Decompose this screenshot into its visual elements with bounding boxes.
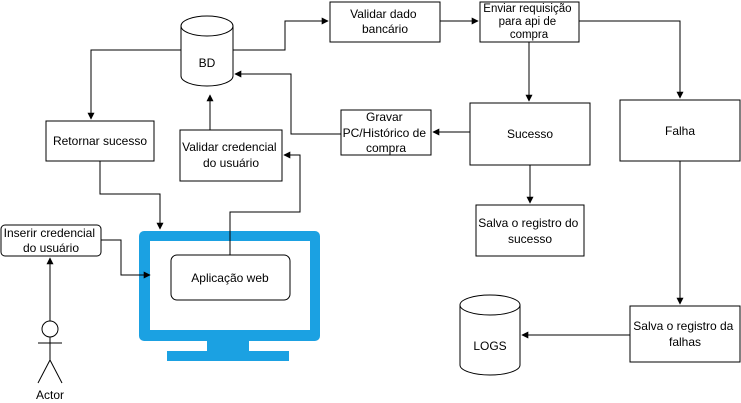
- gravar-pc-line-3: compra: [366, 141, 406, 155]
- salva-sucesso-line-1: Salva o registro do: [478, 216, 578, 230]
- svg-text:Salva o registro da falh: Salva o registro da falhas: [633, 319, 736, 349]
- salva-falhas-line-1: Salva o registro da: [633, 319, 733, 333]
- connectors: [46, 17, 684, 339]
- svg-text:Inserir credencial do us: Inserir credencial do usuário: [4, 226, 99, 255]
- gravar-pc-line-1: Gravar: [366, 110, 403, 124]
- validar-dado-line-1: Validar dado: [350, 7, 417, 21]
- edge-bd-to-retornar: [87, 49, 181, 120]
- enviar-requisicao-node: Enviar requisição para api de compra: [479, 1, 580, 43]
- svg-text:Validar dado bancário: Validar dado bancário: [350, 7, 420, 36]
- salva-registro-falhas-node: Salva o registro da falhas: [629, 305, 741, 363]
- validar-dado-bancario-node: Validar dado bancário: [329, 1, 441, 43]
- salva-registro-sucesso-node: Salva o registro do sucesso: [475, 204, 585, 257]
- enviar-requisicao-line-2: para api de: [499, 16, 557, 28]
- svg-text:Enviar requisição para a: Enviar requisição para api de compra: [483, 3, 574, 41]
- enviar-requisicao-line-3: compra: [510, 29, 549, 41]
- retornar-sucesso-node: Retornar sucesso: [45, 120, 155, 162]
- edge-enviar-to-falha: [579, 20, 684, 99]
- edge-app-to-validar-cred: [229, 151, 301, 255]
- salva-sucesso-line-2: sucesso: [508, 232, 552, 246]
- actor-label: Actor: [36, 388, 64, 402]
- validar-credencial-node: Validar credencial do usuário: [179, 129, 283, 182]
- logs-label: LOGS: [473, 339, 506, 353]
- edge-gravar-to-bd: [234, 70, 341, 135]
- validar-dado-line-2: bancário: [362, 22, 408, 36]
- bd-database-node: BD: [180, 15, 234, 87]
- validar-credencial-line-1: Validar credencial: [182, 140, 277, 154]
- inserir-credencial-line-1: Inserir credencial: [4, 226, 95, 240]
- falha-node: Falha: [619, 99, 741, 162]
- svg-text:Salva o registro do suce: Salva o registro do sucesso: [478, 216, 581, 246]
- edge-bd-to-validar-dado: [233, 17, 329, 51]
- actor-icon: [37, 320, 63, 384]
- validar-credencial-line-2: do usuário: [203, 156, 259, 170]
- svg-text:Validar credencial do us: Validar credencial do usuário: [182, 140, 280, 170]
- enviar-requisicao-line-1: Enviar requisição: [483, 3, 571, 15]
- edge-retornar-to-app: [99, 161, 164, 230]
- aplicacao-web-node: Aplicação web: [170, 254, 291, 301]
- retornar-sucesso-label: Retornar sucesso: [53, 134, 147, 148]
- logs-database-node: LOGS: [459, 294, 521, 376]
- inserir-credencial-line-2: do usuário: [23, 241, 79, 255]
- svg-text:Gravar PC/Histórico de: Gravar PC/Histórico de compra: [343, 110, 430, 155]
- falha-label: Falha: [665, 124, 695, 138]
- gravar-pc-line-2: PC/Histórico de: [343, 126, 427, 140]
- edge-inserir-to-app: [101, 239, 151, 279]
- sucesso-node: Sucesso: [469, 102, 591, 166]
- gravar-pc-historico-node: Gravar PC/Histórico de compra: [340, 109, 432, 156]
- sucesso-label: Sucesso: [507, 127, 553, 141]
- salva-falhas-line-2: falhas: [669, 335, 701, 349]
- inserir-credencial-node: Inserir credencial do usuário: [0, 224, 102, 257]
- bd-label: BD: [199, 56, 216, 70]
- aplicacao-web-label: Aplicação web: [191, 271, 269, 285]
